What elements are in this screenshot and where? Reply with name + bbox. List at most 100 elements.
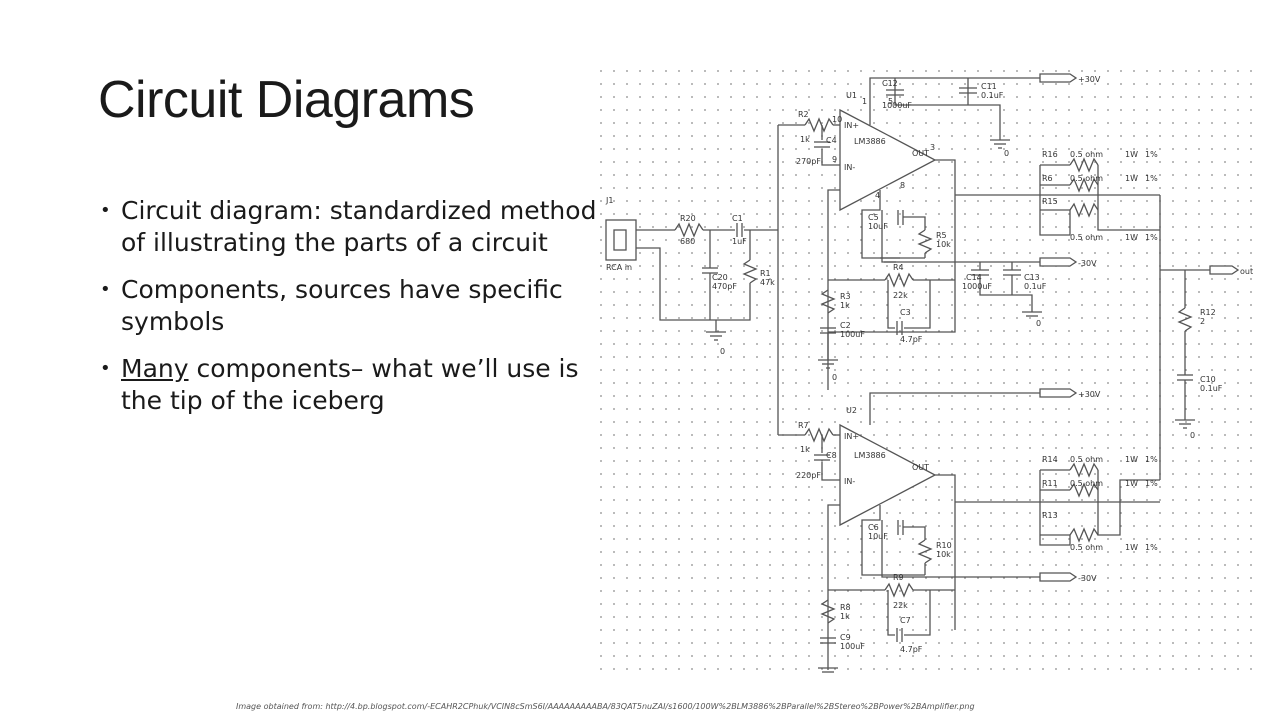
- wire: [979, 275, 1033, 312]
- grid-background: [600, 70, 1260, 680]
- label-c4v: 270pF: [796, 157, 821, 166]
- label-r4v: 22k: [893, 291, 908, 300]
- label-pin4-1: 4: [875, 191, 880, 200]
- label-pin5-1: 5: [888, 97, 893, 106]
- power-tag-pos30-top: [1039, 73, 1078, 83]
- label-out: out: [1240, 267, 1253, 276]
- label-r14w: 1W: [1125, 455, 1138, 464]
- label-c2v: 100uF: [840, 330, 865, 339]
- label-r20: R20: [680, 214, 696, 223]
- label-c14: C14: [966, 273, 982, 282]
- label-u2: U2: [846, 406, 857, 415]
- wire: [821, 462, 840, 481]
- bullet-item: • Many components– what we’ll use is the…: [100, 353, 600, 417]
- bullet-dot: •: [100, 279, 111, 300]
- label-r12v: 2: [1200, 317, 1205, 326]
- label-rca: RCA in: [606, 263, 632, 272]
- label-r10v: 10k: [936, 550, 951, 559]
- label-r13v: 0.5 ohm: [1070, 543, 1103, 552]
- wire: [869, 77, 1040, 125]
- label-gnd: 0: [1036, 319, 1041, 328]
- label-c5v: 10uF: [868, 222, 888, 231]
- label-r7v: 1k: [800, 445, 810, 454]
- label-r15w: 1W: [1125, 233, 1138, 242]
- label-r6t: 1%: [1145, 174, 1158, 183]
- bullet-list: • Circuit diagram: standardized method o…: [100, 195, 600, 432]
- label-c10: C10: [1200, 375, 1216, 384]
- wire: [881, 520, 1040, 578]
- wire: [861, 505, 925, 576]
- label-c11v: 0.1uF: [981, 91, 1004, 100]
- label-r15: R15: [1042, 197, 1058, 206]
- wire: [1039, 502, 1071, 546]
- label-pos30-bottom: +30V: [1078, 390, 1101, 399]
- resistor-r8: [820, 599, 836, 624]
- label-r16v: 0.5 ohm: [1070, 150, 1103, 159]
- resistor-r9: [884, 582, 914, 598]
- resistor-r16: [1069, 157, 1099, 173]
- label-c20v: 470pF: [712, 282, 737, 291]
- label-c12v: 1000uF: [882, 101, 912, 110]
- label-r16: R16: [1042, 150, 1058, 159]
- slide-title: Circuit Diagrams: [98, 71, 475, 129]
- label-r6v: 0.5 ohm: [1070, 174, 1103, 183]
- wire: [935, 474, 956, 630]
- resistor-r12: [1177, 307, 1193, 332]
- label-r14t: 1%: [1145, 455, 1158, 464]
- label-c12: C12: [882, 79, 898, 88]
- label-r8: R8: [840, 603, 851, 612]
- label-in-minus-1: IN-: [844, 163, 855, 172]
- label-pin3-1: 3: [930, 143, 935, 152]
- label-c1v: 1uF: [732, 237, 747, 246]
- label-r2: R2: [798, 110, 809, 119]
- resistor-r2: [804, 117, 834, 133]
- label-c9: C9: [840, 633, 851, 642]
- label-r14v: 0.5 ohm: [1070, 455, 1103, 464]
- label-c9v: 100uF: [840, 642, 865, 651]
- label-r15t: 1%: [1145, 233, 1158, 242]
- label-r11: R11: [1042, 479, 1058, 488]
- label-c11: C11: [981, 82, 997, 91]
- bullet-text: Components, sources have specific symbol…: [121, 275, 563, 336]
- label-c3v: 4.7pF: [900, 335, 923, 344]
- wire: [1039, 165, 1071, 236]
- resistor-r4: [884, 272, 914, 288]
- bullet-dot: •: [100, 358, 111, 379]
- label-pin1-1: 1: [862, 97, 867, 106]
- label-r6w: 1W: [1125, 174, 1138, 183]
- label-r11v: 0.5 ohm: [1070, 479, 1103, 488]
- wire: [881, 210, 1040, 263]
- label-gnd: 0: [832, 373, 837, 382]
- label-gnd: 0: [720, 347, 725, 356]
- wire: [1097, 165, 1160, 231]
- resistor-r20: [674, 222, 704, 238]
- resistor-r10: [917, 539, 933, 564]
- label-gnd: 0: [1190, 431, 1195, 440]
- wire: [894, 78, 1001, 140]
- label-c7v: 4.7pF: [900, 645, 923, 654]
- wire: [636, 247, 751, 321]
- power-tag-neg30-top: [1039, 257, 1078, 267]
- label-j1: J1: [605, 196, 613, 205]
- label-c1: C1: [732, 214, 743, 223]
- label-opamp2: LM3886: [854, 451, 886, 460]
- label-c6v: 10uF: [868, 532, 888, 541]
- label-r1v: 47k: [760, 278, 775, 287]
- power-tag-pos30-bottom: [1039, 388, 1078, 398]
- label-r10: R10: [936, 541, 952, 550]
- label-r2v: 1k: [800, 135, 810, 144]
- resistor-r7: [804, 427, 834, 443]
- label-r3: R3: [840, 292, 851, 301]
- label-c6: C6: [868, 523, 879, 532]
- label-r6: R6: [1042, 174, 1053, 183]
- bullet-text: Circuit diagram: standardized method of …: [121, 196, 597, 257]
- label-r1: R1: [760, 269, 771, 278]
- label-c10v: 0.1uF: [1200, 384, 1223, 393]
- rca-jack-inner: [613, 229, 627, 251]
- wire: [904, 280, 931, 329]
- resistor-r1: [742, 259, 758, 284]
- label-out-2: OUT: [912, 463, 929, 472]
- label-r12: R12: [1200, 308, 1216, 317]
- label-c20: C20: [712, 273, 728, 282]
- label-in-plus-2: IN+: [844, 432, 859, 441]
